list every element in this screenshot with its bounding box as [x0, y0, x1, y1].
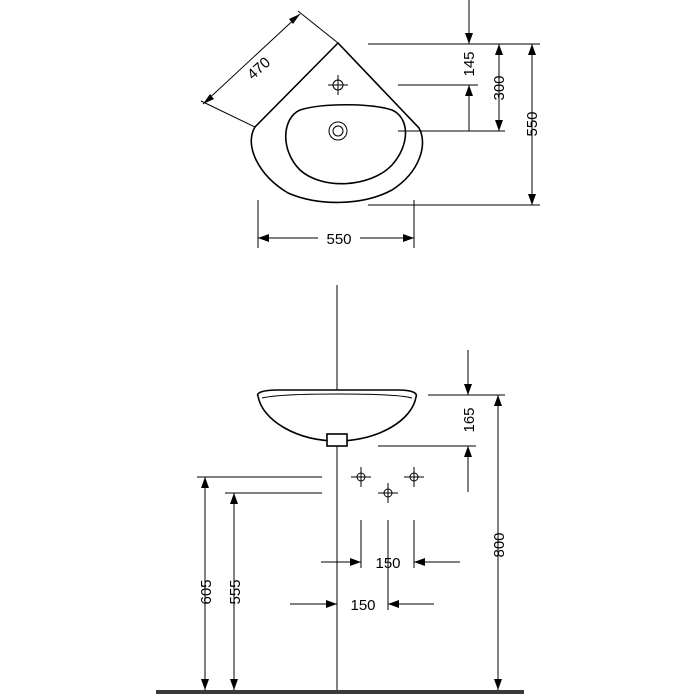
dim-label-tap-offset: 145	[461, 51, 478, 76]
dim-label-depth: 550	[524, 111, 541, 136]
dim-rim-to-waste: 165	[378, 350, 505, 492]
elevation-view: 165 800	[156, 285, 524, 694]
waste-fitting-icon	[378, 483, 398, 503]
dim-label-supply-height: 605	[198, 579, 215, 604]
dim-label-rim-to-waste: 165	[461, 407, 478, 432]
dim-label-width: 550	[326, 231, 351, 248]
supply-fitting-left-icon	[351, 467, 371, 487]
dim-depth: 550	[524, 44, 541, 205]
dim-waste-spacing: 150	[290, 520, 434, 614]
dim-rim-height: 800	[491, 395, 508, 690]
dim-waste-height: 555	[225, 492, 322, 690]
dim-bowl-center: 300	[491, 44, 508, 131]
dim-diagonal: 470	[200, 10, 339, 128]
dim-supply-height: 605	[197, 476, 322, 690]
dim-label-waste-spacing: 150	[350, 597, 375, 614]
dim-width: 550	[257, 200, 415, 248]
floor-line	[156, 690, 524, 694]
plan-view: 470 145 300 550	[200, 0, 541, 248]
supply-fitting-right-icon	[404, 467, 424, 487]
tap-hole-icon	[328, 75, 348, 95]
bowl-inner	[285, 103, 407, 185]
drain-icon	[328, 121, 348, 141]
basin-profile	[256, 389, 418, 442]
dim-label-rim-height: 800	[491, 532, 508, 557]
basin-rim-line	[261, 393, 413, 399]
basin-outline-top	[250, 41, 424, 204]
dim-tap-offset: 145	[461, 0, 478, 131]
dim-label-bowl-center: 300	[491, 75, 508, 100]
dim-label-waste-height: 555	[227, 579, 244, 604]
dim-supply-spacing: 150	[321, 520, 460, 572]
dim-label-diagonal: 470	[244, 54, 274, 83]
waste-outlet	[326, 433, 348, 447]
